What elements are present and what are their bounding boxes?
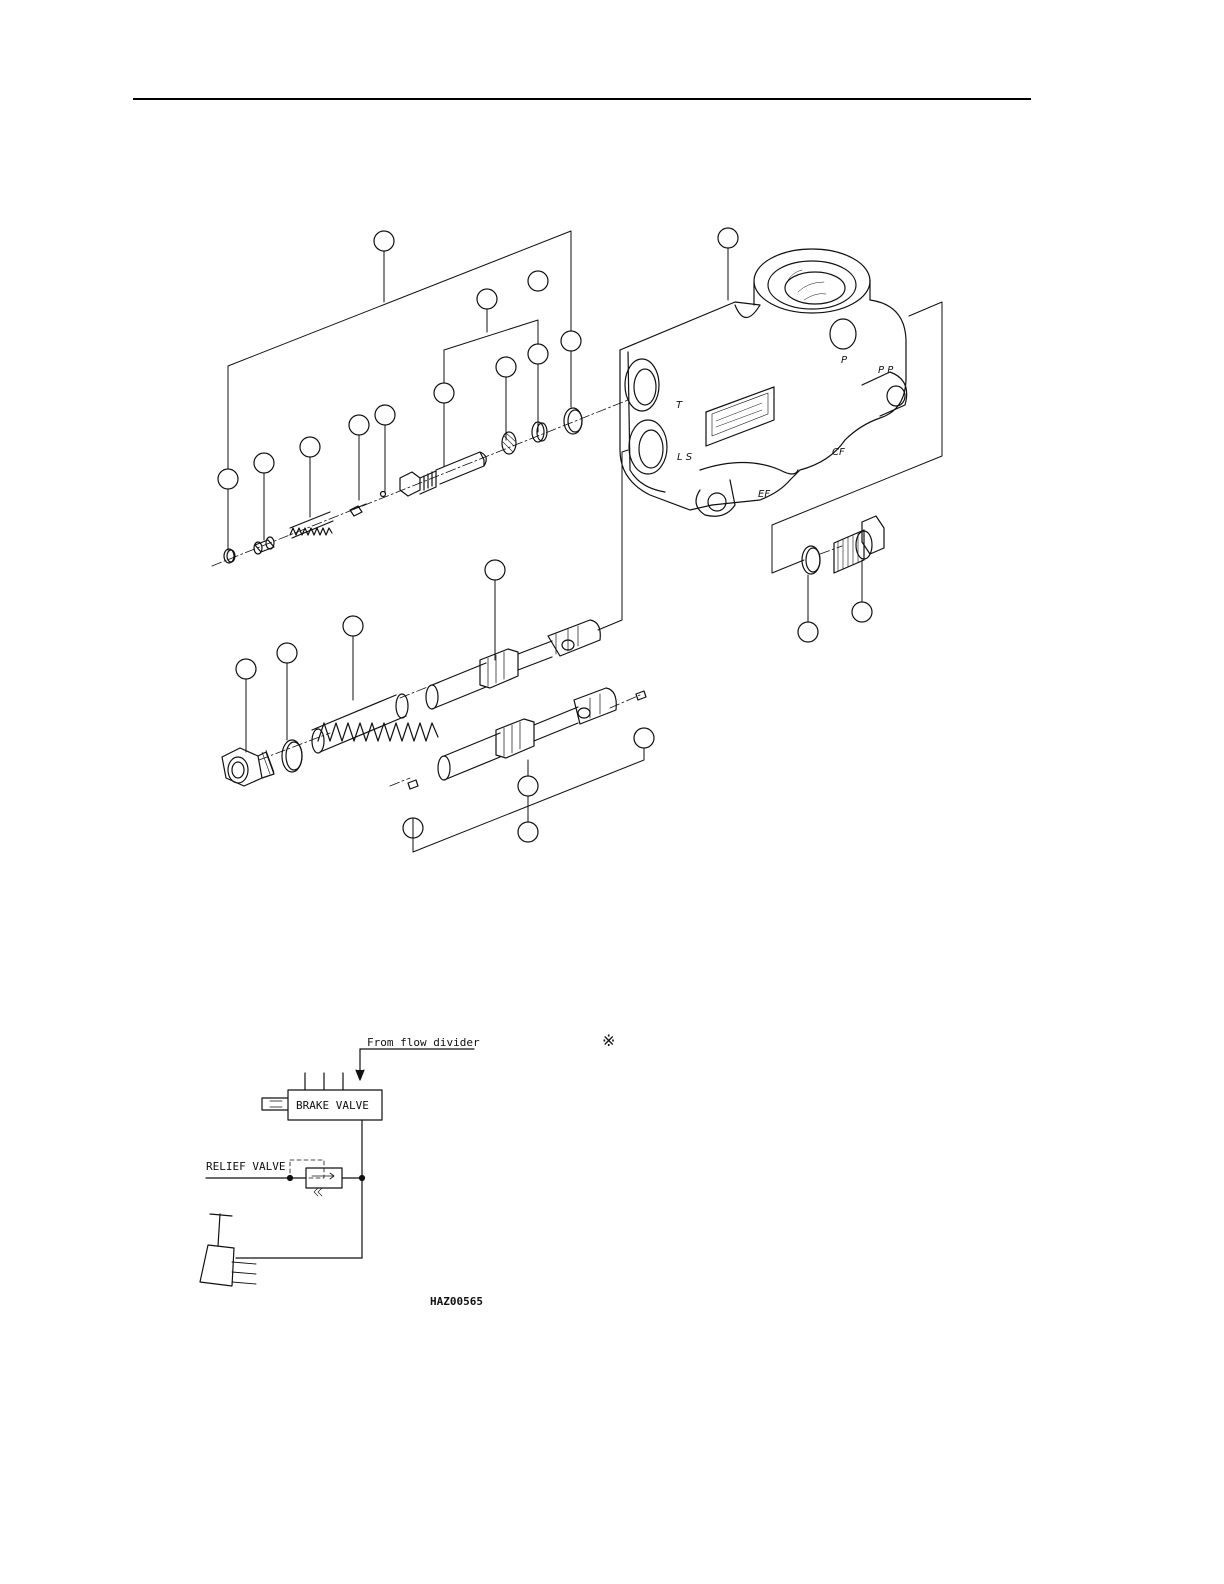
large-spring (312, 694, 438, 753)
callout-bubble (349, 415, 369, 435)
callout-bubble (634, 728, 654, 748)
callout-bubble (561, 331, 581, 351)
from-flow-divider-label: From flow divider (367, 1036, 480, 1049)
callout-bubble (218, 469, 238, 489)
callout-bubble (528, 344, 548, 364)
port-label-ef: EF (758, 489, 770, 500)
callout-bubble (374, 231, 394, 251)
port-label-ls: L S (677, 452, 693, 463)
callout-bubble (477, 289, 497, 309)
port-label-t: T (676, 400, 683, 411)
callout-bubble (343, 616, 363, 636)
drawing-code: HAZ00565 (430, 1295, 483, 1308)
callout-bubble (434, 383, 454, 403)
lower-plug (222, 748, 274, 786)
callout-bubble (300, 437, 320, 457)
upper-small-parts (224, 408, 582, 563)
callout-bubble (718, 228, 738, 248)
callout-bubble (375, 405, 395, 425)
port-label-p: P (841, 355, 848, 366)
side-plug (802, 516, 884, 574)
callout-bubble (485, 560, 505, 580)
leader-lines (228, 231, 942, 852)
axis-lines (212, 400, 842, 786)
callout-bubble (254, 453, 274, 473)
hydraulic-schematic: From flow divider BRAKE VALVE RELIEF VAL… (200, 1036, 483, 1308)
valve-body: T L S P P P EF CF (620, 249, 907, 516)
callout-bubble (518, 822, 538, 842)
callout-bubble (528, 271, 548, 291)
callout-bubble (798, 622, 818, 642)
main-spool (426, 620, 600, 709)
reference-mark: ※ (602, 1031, 615, 1050)
port-label-cf: CF (832, 447, 845, 458)
callout-bubble (852, 602, 872, 622)
port-label-pp: P P (878, 365, 894, 376)
brake-valve-label: BRAKE VALVE (296, 1099, 369, 1112)
callout-bubble (236, 659, 256, 679)
callout-bubble (496, 357, 516, 377)
callout-bubble (518, 776, 538, 796)
callout-bubbles (218, 228, 872, 842)
brake-pedal (200, 1245, 234, 1286)
callout-bubble (277, 643, 297, 663)
relief-valve-label: RELIEF VALVE (206, 1160, 285, 1173)
exploded-view: T L S P P P EF CF (212, 228, 942, 852)
